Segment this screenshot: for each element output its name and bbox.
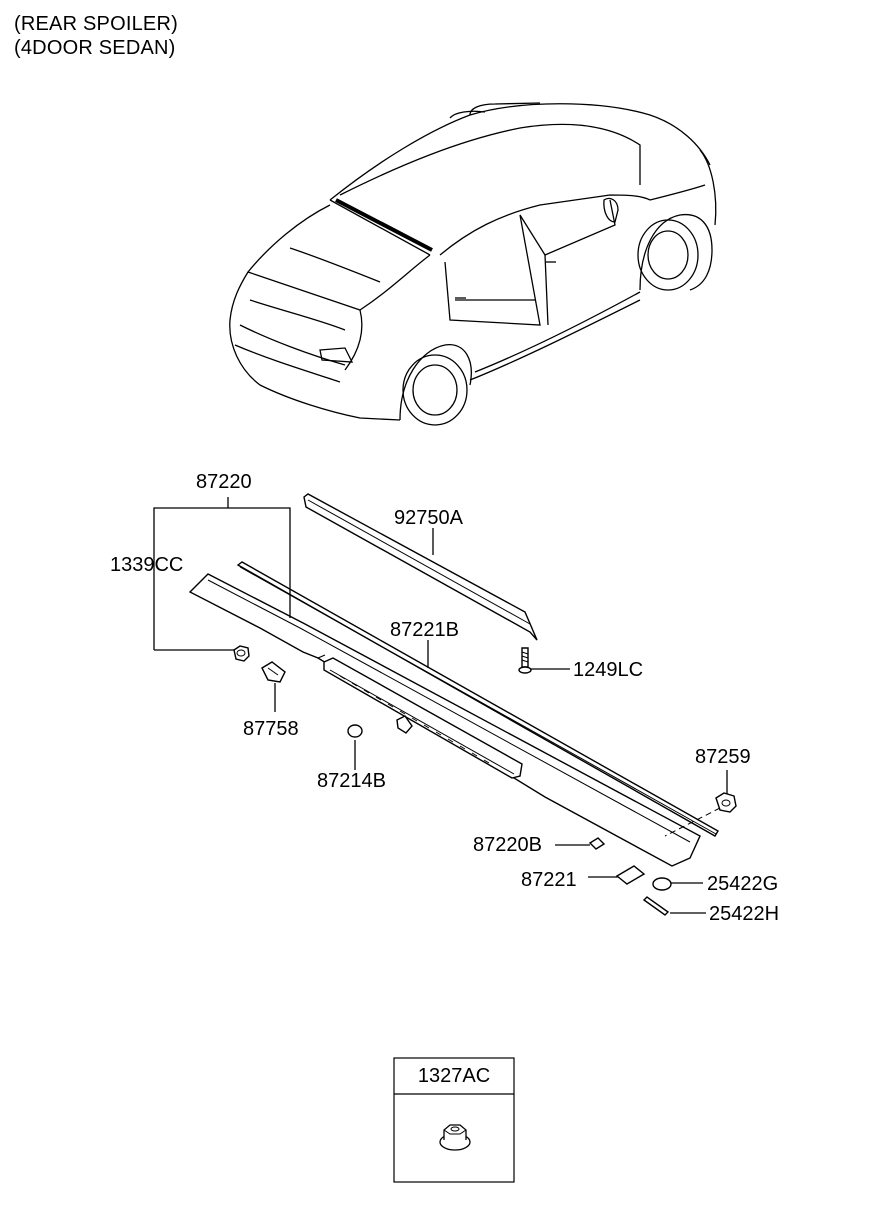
screw-1249LC-icon <box>518 647 532 674</box>
callout-25422H: 25422H <box>709 903 780 925</box>
diagram-title-line2: (4DOOR SEDAN) <box>14 37 176 59</box>
clip-87758-icon <box>261 661 286 683</box>
strip-25422H-icon <box>642 896 670 916</box>
clip-small-icon <box>396 715 413 734</box>
callout-87220B: 87220B <box>473 834 542 856</box>
callout-25422G: 25422G <box>707 873 779 895</box>
tag-87221-icon <box>615 865 646 885</box>
car-illustration <box>229 102 717 426</box>
callout-87758: 87758 <box>243 718 299 740</box>
callout-87220: 87220 <box>196 471 252 493</box>
ring-25422G-icon <box>652 877 672 891</box>
legend-box <box>393 1057 515 1183</box>
diagram-title-line1: (REAR SPOILER) <box>14 13 178 35</box>
callout-1339CC: 1339CC <box>110 554 184 576</box>
callout-87221B: 87221B <box>390 619 459 641</box>
callout-92750A: 92750A <box>394 507 463 529</box>
hex-flange-nut-icon <box>439 1124 471 1151</box>
callout-1249LC: 1249LC <box>573 659 644 681</box>
part-87221B-shape <box>236 561 719 837</box>
tag-87220B-icon <box>588 837 606 850</box>
part-92750A-shape <box>303 493 538 641</box>
part-87220-shape <box>188 573 701 867</box>
legend-box-part-number: 1327AC <box>417 1065 491 1087</box>
nut-87259-icon <box>715 792 737 813</box>
washer-87214B-icon <box>347 724 363 738</box>
part-87214B-strip <box>323 657 523 779</box>
nut-1339CC-icon <box>233 645 250 662</box>
leader-87220 <box>153 497 291 651</box>
callout-87221: 87221 <box>521 869 577 891</box>
callout-87259: 87259 <box>695 746 751 768</box>
callout-87214B: 87214B <box>317 770 386 792</box>
